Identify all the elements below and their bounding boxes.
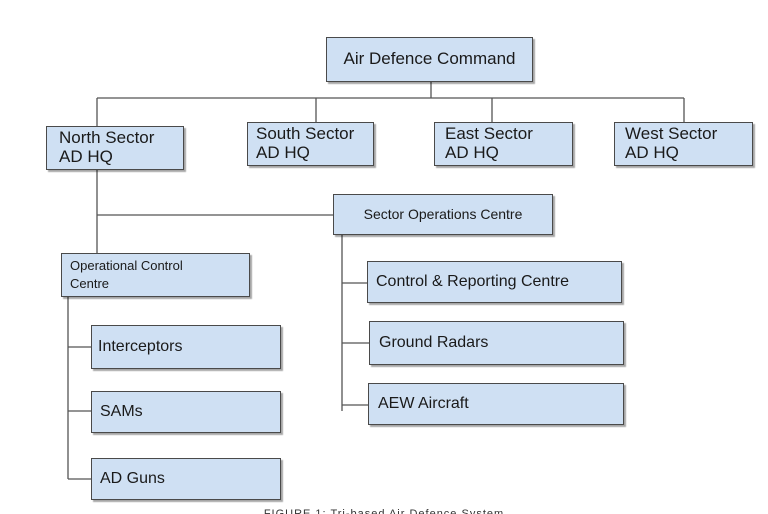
node-interceptors: Interceptors	[91, 325, 281, 369]
figure-caption: FIGURE 1: Tri-based Air Defence System	[263, 508, 505, 514]
node-label: Interceptors	[98, 338, 183, 356]
node-label: AD Guns	[100, 470, 165, 488]
node-label-line1: East Sector	[445, 124, 533, 144]
node-label: Ground Radars	[379, 334, 489, 352]
node-label-line2: AD HQ	[59, 147, 113, 166]
node-label: Control & Reporting Centre	[376, 273, 569, 291]
node-label: Air Defence Command	[343, 49, 516, 69]
node-south-sector: South Sector AD HQ	[247, 122, 374, 166]
node-north-sector: North Sector AD HQ	[46, 126, 184, 170]
node-west-sector: West Sector AD HQ	[614, 122, 753, 166]
node-label-line1: Operational Control	[70, 258, 183, 274]
node-aew-aircraft: AEW Aircraft	[368, 383, 624, 425]
node-east-sector: East Sector AD HQ	[434, 122, 573, 166]
node-label-line2: AD HQ	[625, 143, 679, 162]
node-sams: SAMs	[91, 391, 281, 433]
node-label-line1: South Sector	[256, 124, 355, 144]
node-ad-guns: AD Guns	[91, 458, 281, 500]
node-sector-operations-centre: Sector Operations Centre	[333, 194, 553, 235]
node-air-defence-command: Air Defence Command	[326, 37, 533, 82]
node-ground-radars: Ground Radars	[369, 321, 624, 365]
node-label: Sector Operations Centre	[363, 205, 523, 222]
node-operational-control-centre: Operational Control Centre	[61, 253, 250, 297]
node-label-line2: Centre	[70, 276, 110, 291]
node-label-line2: AD HQ	[445, 143, 499, 162]
node-label: AEW Aircraft	[378, 395, 469, 413]
node-label: SAMs	[100, 403, 143, 421]
node-label-line2: AD HQ	[256, 143, 310, 162]
node-control-reporting-centre: Control & Reporting Centre	[367, 261, 622, 303]
node-label-line1: West Sector	[625, 124, 718, 144]
node-label-line1: North Sector	[59, 128, 155, 148]
